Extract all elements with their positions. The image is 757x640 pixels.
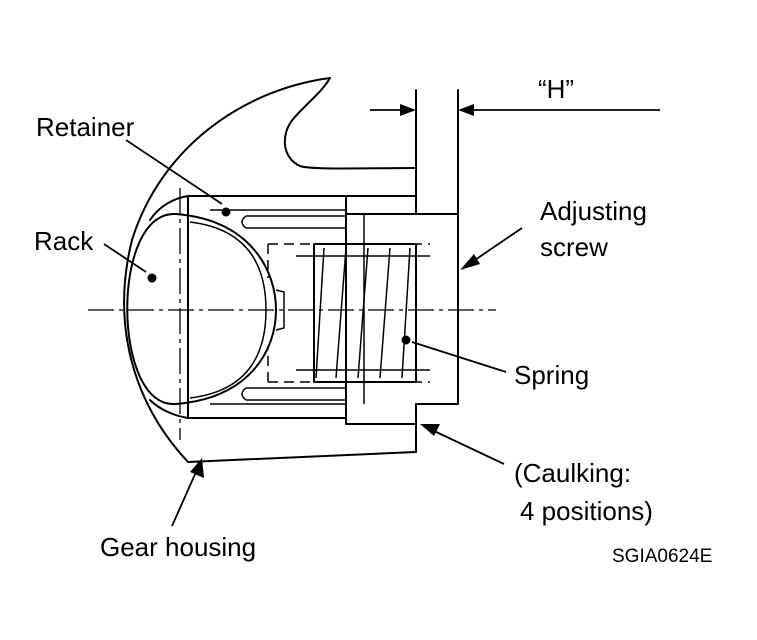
caulking-label-line2: 4 positions)	[520, 496, 653, 526]
adjusting-screw-label-line1: Adjusting	[540, 196, 647, 226]
retainer-label: Retainer	[36, 112, 135, 142]
h-dimension	[370, 104, 660, 116]
gear-housing-leader	[171, 458, 204, 527]
rack-label: Rack	[34, 226, 94, 256]
adjusting-screw-label-line2: screw	[540, 232, 608, 262]
figure-code: SGIA0624E	[612, 546, 712, 567]
adjusting-screw	[345, 89, 459, 453]
retainer-marker-dot	[221, 207, 231, 217]
spring-label: Spring	[514, 360, 589, 390]
spring-leader	[411, 341, 507, 373]
rack-leader	[103, 243, 147, 273]
retainer-body	[187, 195, 347, 419]
caulking-leader	[420, 424, 505, 465]
h-dimension-label: “H”	[538, 74, 574, 104]
gear-housing-outline	[123, 77, 417, 463]
adjusting-screw-leader	[460, 227, 523, 270]
retainer-leader	[125, 139, 223, 205]
gear-housing-label: Gear housing	[100, 532, 256, 562]
spring	[267, 243, 430, 383]
rack	[126, 212, 285, 406]
caulking-label-line1: (Caulking:	[514, 458, 631, 488]
rack-marker-dot	[147, 273, 157, 283]
spring-marker-dot	[401, 335, 411, 345]
